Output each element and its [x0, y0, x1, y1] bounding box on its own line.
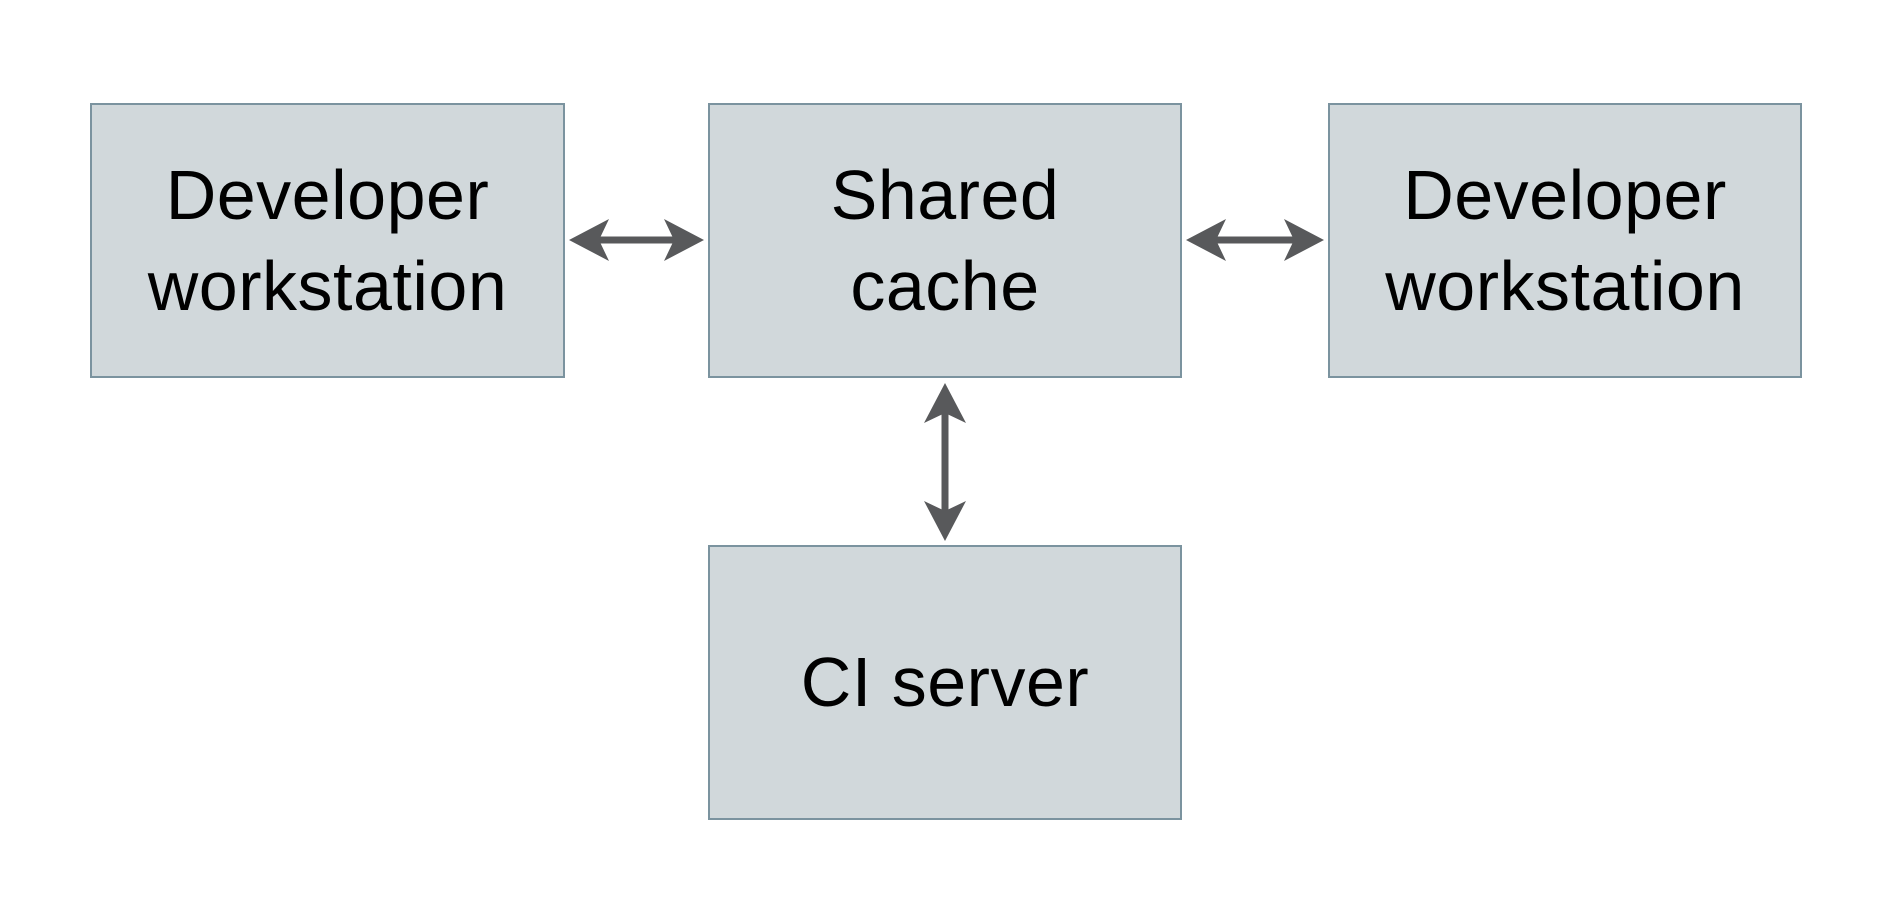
bidirectional-arrow-cache-right-workstation	[1186, 219, 1324, 261]
node-ci-server-label: CI server	[800, 643, 1090, 721]
bidirectional-arrow-cache-ci-server	[924, 383, 966, 541]
node-developer-workstation-left: Developer workstation	[90, 103, 565, 378]
node-developer-workstation-right: Developer workstation	[1328, 103, 1802, 378]
node-shared-cache: Shared cache	[708, 103, 1182, 378]
node-developer-workstation-left-label: Developer workstation	[147, 155, 508, 325]
node-shared-cache-label: Shared cache	[830, 155, 1060, 325]
node-developer-workstation-right-label: Developer workstation	[1385, 155, 1745, 325]
node-ci-server: CI server	[708, 545, 1182, 820]
bidirectional-arrow-left-workstation-cache	[569, 219, 704, 261]
